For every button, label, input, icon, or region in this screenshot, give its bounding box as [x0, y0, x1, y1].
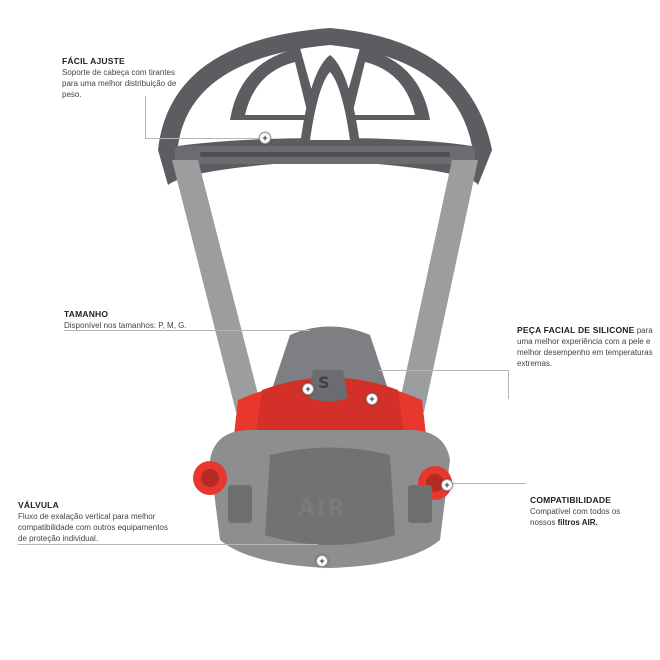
feature-description: Disponível nos tamanhos: P, M, G.: [64, 321, 187, 330]
leader-compatibilidade: [446, 483, 526, 484]
feature-facil-ajuste: FÁCIL AJUSTE Soporte de cabeça com tiran…: [62, 56, 182, 100]
hotspot-peca-facial[interactable]: +: [366, 393, 378, 405]
feature-title: FÁCIL AJUSTE: [62, 56, 125, 66]
leader-peca-facial: [378, 370, 509, 399]
filter-cover-label: AIR: [298, 496, 347, 521]
hotspot-compatibilidade[interactable]: +: [441, 479, 453, 491]
valve-logo: S: [318, 373, 332, 392]
hotspot-valvula[interactable]: +: [316, 555, 328, 567]
leader-facil-ajuste: [145, 96, 266, 139]
feature-title-suffix: para: [634, 326, 653, 335]
feature-peca-facial: PEÇA FACIAL DE SILICONE para uma melhor …: [517, 325, 657, 369]
facepiece: [193, 326, 452, 568]
feature-description: Compatível com todos os nossos: [530, 507, 621, 527]
head-straps: [172, 160, 478, 412]
feature-description-bold: filtros AIR.: [557, 518, 598, 527]
feature-title: TAMANHO: [64, 309, 109, 319]
feature-title: PEÇA FACIAL DE SILICONE: [517, 325, 635, 335]
feature-compatibilidade: COMPATIBILIDADE Compatível com todos os …: [530, 495, 640, 528]
feature-description: uma melhor experiência com a pele e melh…: [517, 337, 653, 368]
feature-description: Fluxo de exalação vertical para melhor c…: [18, 512, 168, 543]
leader-tamanho: [64, 330, 310, 331]
feature-valvula: VÁLVULA Fluxo de exalação vertical para …: [18, 500, 168, 544]
feature-tamanho: TAMANHO Disponível nos tamanhos: P, M, G…: [64, 309, 264, 331]
head-harness: [158, 28, 492, 185]
leader-valvula: [18, 544, 318, 545]
hotspot-tamanho[interactable]: +: [302, 383, 314, 395]
feature-title: COMPATIBILIDADE: [530, 495, 612, 505]
feature-title: VÁLVULA: [18, 500, 59, 510]
hotspot-facil-ajuste[interactable]: +: [259, 132, 271, 144]
feature-description: Soporte de cabeça com tirantes para uma …: [62, 68, 177, 99]
